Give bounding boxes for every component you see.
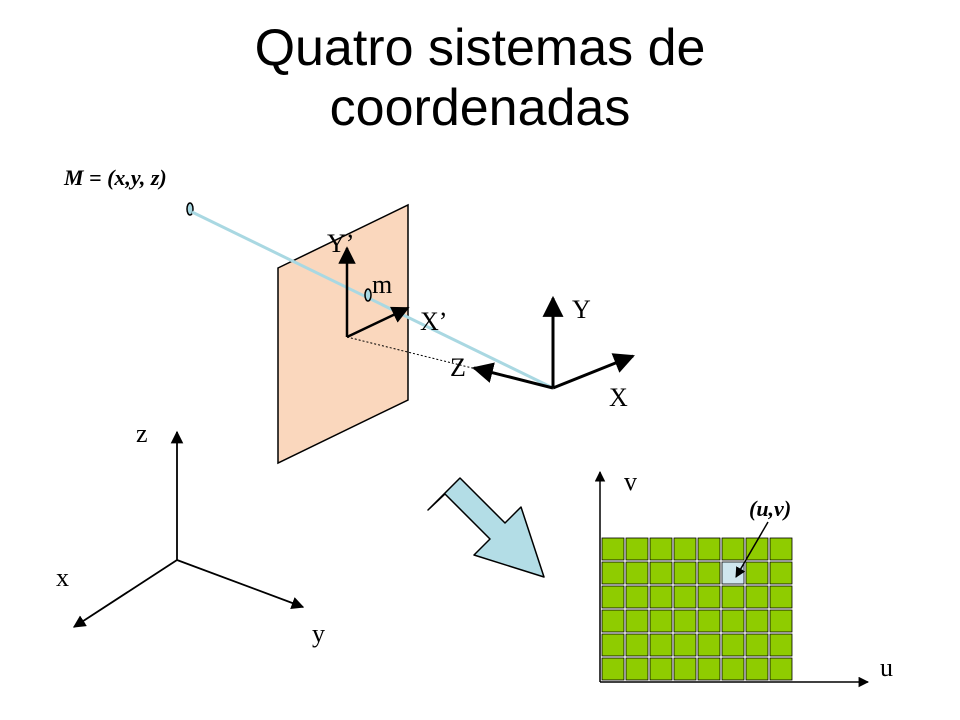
pixel-cell: [769, 585, 793, 609]
pixel-cell: [601, 585, 625, 609]
pixel-cell: [649, 609, 673, 633]
pixel-cell: [625, 561, 649, 585]
transition-arrow: [427, 477, 545, 578]
pixel-cell: [721, 633, 745, 657]
pixel-cell: [769, 609, 793, 633]
pixel-cell: [601, 561, 625, 585]
pixel-cell: [673, 633, 697, 657]
pixel-cell: [769, 537, 793, 561]
pixel-cell: [649, 633, 673, 657]
camera-y-label: Y: [572, 295, 591, 324]
pixel-cell: [625, 537, 649, 561]
pixel-cell: [745, 585, 769, 609]
image-x-axis: [346, 306, 410, 339]
image-point-marker: [364, 288, 372, 302]
pixel-cell: [601, 609, 625, 633]
pixel-cell: [721, 657, 745, 681]
pixel-uv-label: (u,v): [749, 496, 791, 521]
pixel-cell: [625, 585, 649, 609]
camera-x-label: X: [609, 383, 628, 412]
pixel-cell: [649, 561, 673, 585]
pixel-uv-pointer: [735, 521, 769, 578]
camera-z-axis: [471, 362, 554, 390]
pixel-cell: [745, 657, 769, 681]
pixel-cell: [649, 537, 673, 561]
pixel-u-label: u: [880, 653, 893, 682]
pixel-cell: [697, 609, 721, 633]
pixel-cell: [721, 609, 745, 633]
pixel-cell: [673, 561, 697, 585]
image-point-label: m: [372, 270, 392, 299]
pixel-cell: [625, 609, 649, 633]
title-line-2: coordenadas: [329, 79, 631, 137]
pixel-cell: [769, 633, 793, 657]
pixel-cell: [625, 657, 649, 681]
world-x-label: x: [56, 563, 69, 592]
pixel-cell: [697, 585, 721, 609]
pixel-cell: [745, 561, 769, 585]
pixel-cell: [769, 657, 793, 681]
pixel-cell: [673, 609, 697, 633]
pixel-cell: [601, 657, 625, 681]
world-y-axis: [176, 559, 305, 609]
image-x-label: X’: [420, 307, 447, 336]
pixel-cell: [697, 537, 721, 561]
pixel-cell-highlight: [721, 561, 745, 585]
projection-ray: [191, 210, 554, 390]
pixel-cell: [721, 537, 745, 561]
pixel-cell: [649, 585, 673, 609]
pixel-cell: [649, 657, 673, 681]
slide-title: Quatro sistemas de coordenadas: [0, 18, 960, 138]
pixel-cell: [745, 633, 769, 657]
pixel-grid: [601, 537, 793, 681]
pixel-cell: [769, 561, 793, 585]
pixel-cell: [625, 633, 649, 657]
world-z-label: z: [136, 419, 148, 448]
pixel-v-label: v: [624, 467, 637, 496]
pixel-cell: [673, 537, 697, 561]
pixel-cell: [745, 609, 769, 633]
pixel-cell: [697, 561, 721, 585]
pixel-cell: [601, 537, 625, 561]
pixel-cell: [673, 585, 697, 609]
title-line-1: Quatro sistemas de: [254, 19, 706, 77]
camera-x-axis: [552, 353, 635, 390]
image-y-label: Y’: [327, 229, 354, 258]
world-y-label: y: [312, 619, 325, 648]
pixel-cell: [601, 633, 625, 657]
world-x-axis: [72, 559, 178, 628]
camera-z-label: Z: [450, 353, 466, 382]
pixel-cell: [721, 585, 745, 609]
world-point-marker: [186, 202, 194, 216]
pixel-cell: [673, 657, 697, 681]
world-point-label: M = (x,y, z): [63, 165, 167, 190]
pixel-cell: [697, 657, 721, 681]
pixel-cell: [697, 633, 721, 657]
pixel-cell: [745, 537, 769, 561]
